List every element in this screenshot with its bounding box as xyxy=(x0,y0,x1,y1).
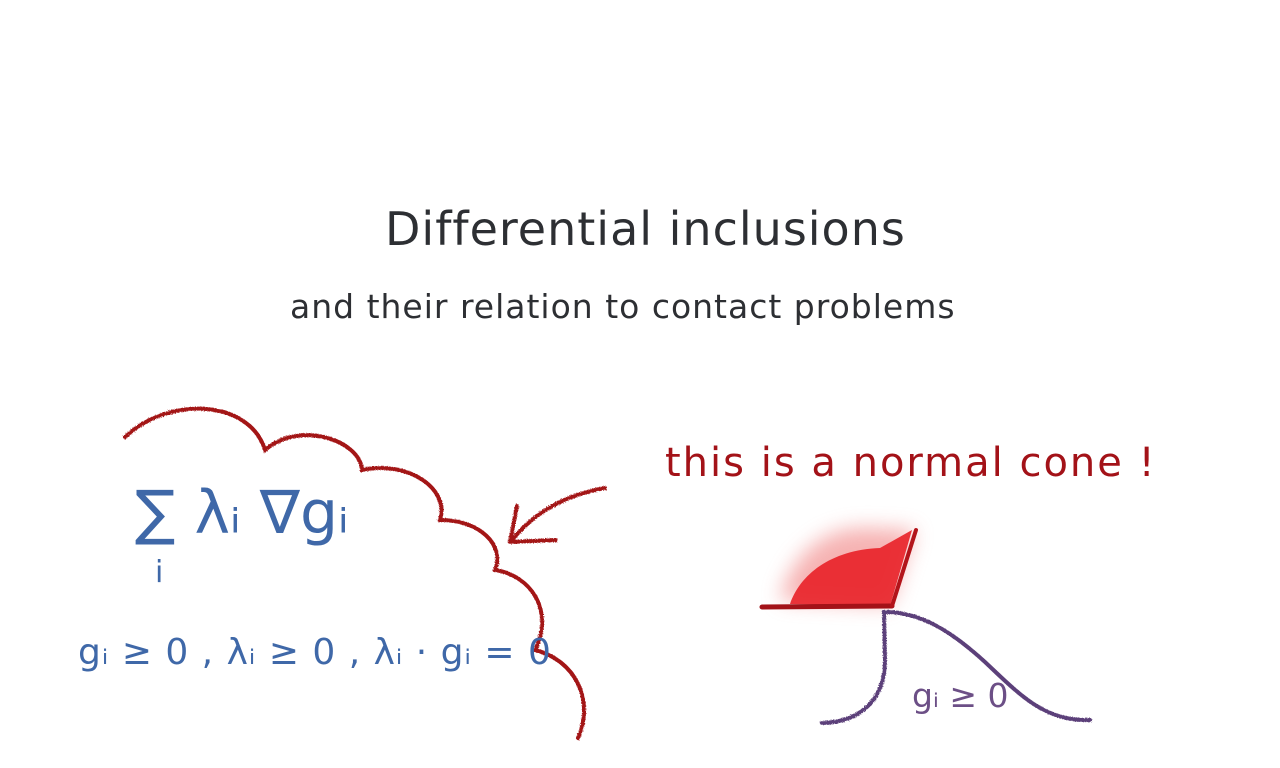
sum-expression: ∑ λᵢ ∇gᵢ xyxy=(135,478,349,548)
pointer-arrow-head xyxy=(508,504,558,544)
scalloped-boundary xyxy=(123,406,587,740)
page-title: Differential inclusions xyxy=(385,202,906,256)
pointer-arrow-shaft xyxy=(510,486,607,542)
constraint-label: gᵢ ≥ 0 xyxy=(912,676,1009,715)
constraint-curve xyxy=(820,609,1092,725)
complementarity-conditions: gᵢ ≥ 0 , λᵢ ≥ 0 , λᵢ · gᵢ = 0 xyxy=(78,632,552,673)
page-subtitle: and their relation to contact problems xyxy=(290,287,956,326)
sum-subscript: i xyxy=(155,555,164,590)
cone-side-edge xyxy=(890,528,918,608)
normal-cone-note: this is a normal cone ! xyxy=(665,440,1157,486)
normal-cone-fill xyxy=(790,530,912,606)
cone-top-edge xyxy=(759,603,895,610)
